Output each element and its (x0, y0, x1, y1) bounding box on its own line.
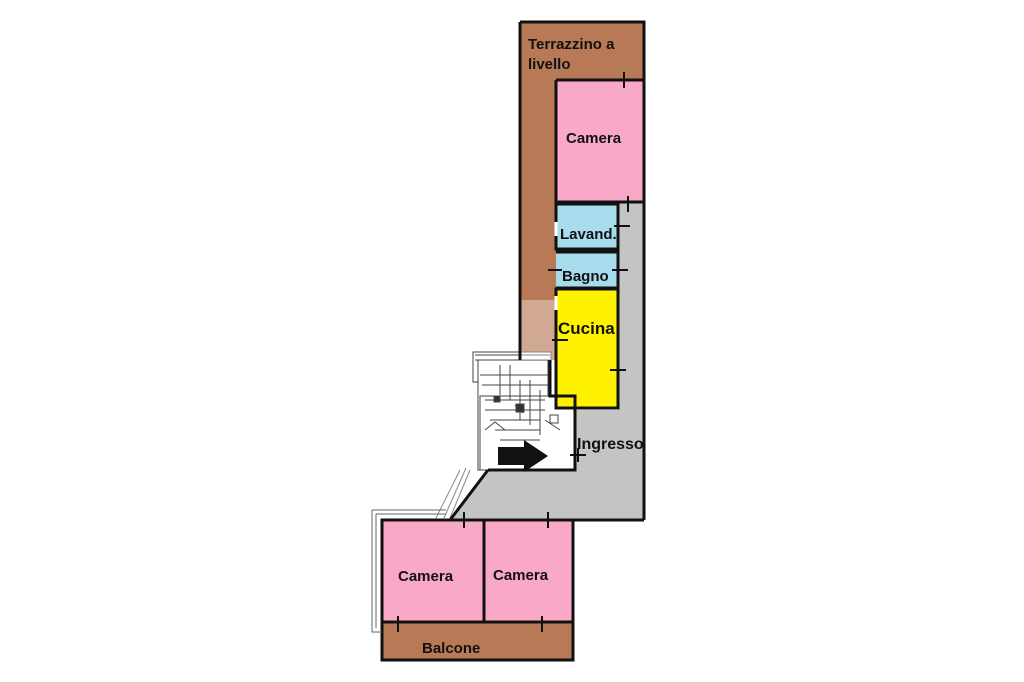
entrance-arrow-icon (498, 440, 548, 472)
door-marks (397, 72, 630, 632)
label-camera-bottom-right: Camera (493, 567, 549, 584)
room-lavanderia (556, 205, 618, 249)
watermark (520, 300, 556, 360)
room-camera-bottom-right (484, 520, 573, 622)
label-lavanderia: Lavand. (560, 226, 617, 243)
terrace-area (520, 22, 644, 360)
room-bagno (556, 252, 618, 288)
label-camera-top: Camera (566, 130, 622, 147)
corridor-area (450, 202, 644, 520)
label-balcone: Balcone (422, 640, 480, 657)
room-camera-top (556, 80, 644, 202)
label-cucina: Cucina (558, 319, 615, 338)
label-bagno: Bagno (562, 268, 609, 285)
label-terrazzino-line2: livello (528, 56, 571, 73)
walls (380, 20, 646, 662)
room-camera-bottom-left (382, 520, 484, 622)
outer-sketch-walls (371, 509, 446, 633)
label-terrazzino-line1: Terrazzino a (528, 36, 615, 53)
label-ingresso: Ingresso (577, 436, 644, 453)
label-camera-bottom-left: Camera (398, 568, 454, 585)
terrace-side (520, 22, 556, 360)
room-cucina (556, 290, 618, 408)
